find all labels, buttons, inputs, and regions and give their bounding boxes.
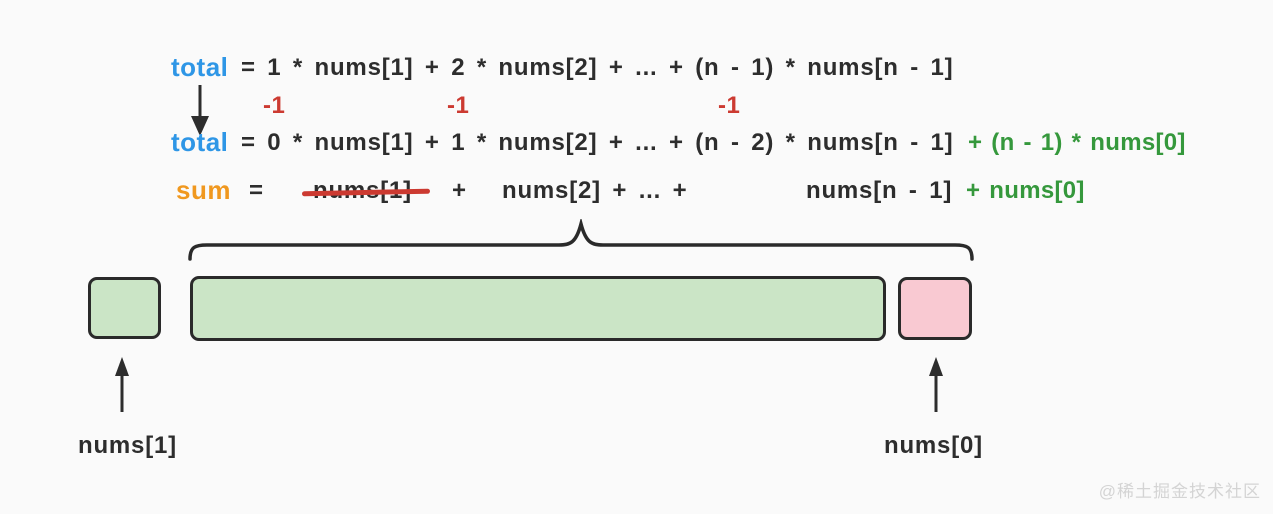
equation-line3-middle-terms: nums[2] + ... + — [502, 177, 688, 204]
pointer-label-nums0: nums[0] — [884, 432, 983, 459]
equation-line3-plus: + — [452, 177, 467, 204]
decrement-label-2: -1 — [447, 92, 470, 119]
arrow-down-icon — [191, 85, 209, 136]
equation-line1: = 1 * nums[1] + 2 * nums[2] + ... + (n -… — [241, 54, 954, 81]
pointer-label-nums1: nums[1] — [78, 432, 177, 459]
equation-line3-equals: = — [249, 177, 264, 204]
total-label-line2: total — [171, 127, 229, 157]
equation-line3-added-term: + nums[0] — [966, 177, 1085, 204]
equation-line2-added-term: + (n - 1) * nums[0] — [968, 129, 1186, 156]
total-label-line1: total — [171, 52, 229, 82]
array-block-nums0 — [898, 277, 972, 340]
sum-label: sum — [176, 175, 231, 205]
arrow-up-right-icon — [929, 357, 943, 412]
array-block-nums1 — [88, 277, 161, 339]
arrow-up-left-icon — [115, 357, 129, 412]
array-block-middle — [190, 276, 886, 341]
equation-line2: = 0 * nums[1] + 1 * nums[2] + ... + (n -… — [241, 129, 954, 156]
equation-line3-last-term: nums[n - 1] — [806, 177, 953, 204]
overbrace — [188, 219, 974, 261]
decrement-label-1: -1 — [263, 92, 286, 119]
decrement-label-3: -1 — [718, 92, 741, 119]
watermark: @稀土掘金技术社区 — [1098, 482, 1261, 501]
